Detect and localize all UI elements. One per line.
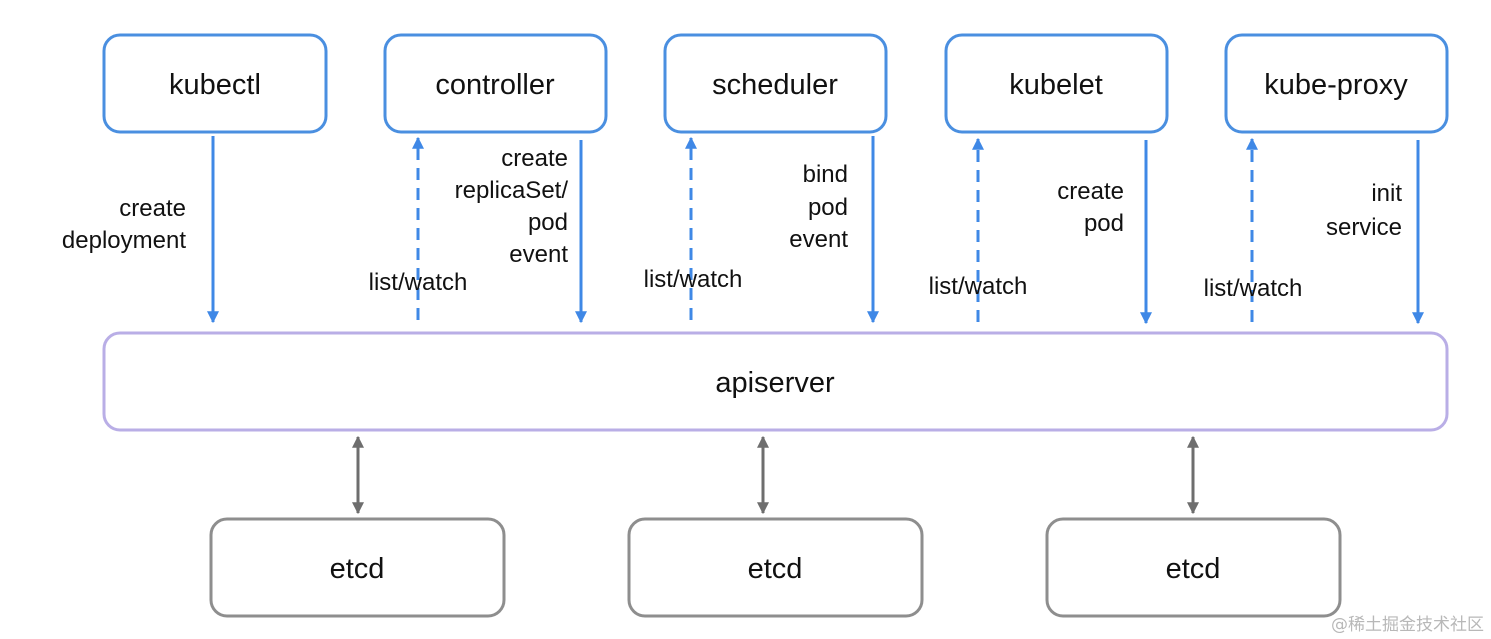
controller-label: controller — [435, 69, 555, 101]
scheduler-label: scheduler — [712, 69, 838, 101]
kube-proxy-node: kube-proxy — [1224, 33, 1449, 134]
controller-action-line-1: create — [501, 145, 568, 172]
scheduler-action-line-1: bind — [803, 161, 848, 188]
kubelet-label: kubelet — [1009, 69, 1103, 101]
kubelet-action-line-2: pod — [1084, 210, 1124, 237]
controller-action-line-4: event — [509, 241, 568, 268]
controller-action-line-3: pod — [528, 209, 568, 236]
apiserver-node: apiserver — [102, 331, 1449, 432]
kubelet-action-line-1: create — [1057, 178, 1124, 205]
scheduler-list-watch-label: list/watch — [644, 266, 743, 293]
kube-proxy-action-line-1: init — [1371, 180, 1402, 207]
scheduler-action-line-2: pod — [808, 194, 848, 221]
kube-proxy-list-watch-label: list/watch — [1204, 275, 1303, 302]
kube-proxy-action-line-2: service — [1326, 214, 1402, 241]
apiserver-label: apiserver — [715, 367, 835, 399]
etcd-label-1: etcd — [330, 553, 385, 585]
controller-list-watch-label: list/watch — [369, 269, 468, 296]
kubectl-action-line-2: deployment — [62, 227, 186, 254]
kubectl-action-line-1: create — [119, 195, 186, 222]
kubectl-node: kubectl — [102, 33, 328, 134]
etcd-label-2: etcd — [748, 553, 803, 585]
etcd-node-2: etcd — [627, 517, 924, 618]
controller-action-line-2: replicaSet/ — [455, 177, 569, 204]
kubelet-node: kubelet — [944, 33, 1169, 134]
etcd-label-3: etcd — [1166, 553, 1221, 585]
kube-proxy-label: kube-proxy — [1264, 69, 1408, 101]
etcd-node-3: etcd — [1045, 517, 1342, 618]
etcd-node-1: etcd — [209, 517, 506, 618]
scheduler-node: scheduler — [663, 33, 888, 134]
scheduler-action-line-3: event — [789, 226, 848, 253]
kubelet-list-watch-label: list/watch — [929, 273, 1028, 300]
watermark: @稀土掘金技术社区 — [1331, 615, 1484, 635]
controller-node: controller — [383, 33, 608, 134]
kubectl-label: kubectl — [169, 69, 261, 101]
